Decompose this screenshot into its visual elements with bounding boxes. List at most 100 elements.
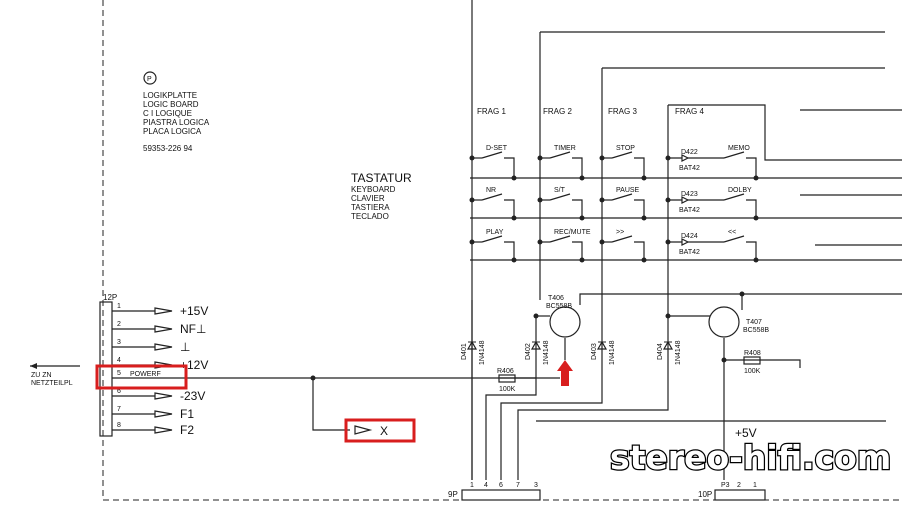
switch-label: DOLBY bbox=[728, 187, 752, 194]
supply-label: +5V bbox=[735, 426, 757, 440]
column-label: FRAG 1 bbox=[477, 107, 506, 116]
board-title: C I LOGIQUE bbox=[143, 109, 192, 118]
junction-dot bbox=[721, 357, 727, 363]
switch-timer bbox=[549, 151, 583, 178]
diode-ref: D422 bbox=[681, 149, 698, 156]
pin-number: 6 bbox=[117, 388, 121, 395]
junction-dot bbox=[310, 375, 316, 381]
output-x-arrow bbox=[354, 425, 373, 435]
junction-dot bbox=[641, 257, 647, 263]
junction-dot bbox=[533, 313, 539, 319]
transistor-t406 bbox=[549, 306, 581, 338]
destination-label: ZU ZN bbox=[31, 372, 52, 379]
switch-memo bbox=[723, 151, 757, 178]
t406-ref: T406 bbox=[548, 295, 564, 302]
board-symbol bbox=[143, 71, 157, 85]
junction-dot bbox=[641, 175, 647, 181]
connector-10p bbox=[714, 489, 766, 501]
switch-pause bbox=[611, 193, 645, 218]
keyboard-subtitle: TASTIERA bbox=[351, 203, 390, 212]
diode-type: 1N4148 bbox=[479, 340, 486, 365]
junction-dot bbox=[511, 175, 517, 181]
connector-9p-label: 9P bbox=[448, 490, 458, 499]
pin-arrow bbox=[154, 410, 173, 418]
column-label: FRAG 4 bbox=[675, 107, 704, 116]
pin-signal: F1 bbox=[180, 407, 194, 421]
keyboard-subtitle: CLAVIER bbox=[351, 194, 385, 203]
pin-number: 2 bbox=[117, 321, 121, 328]
r408-value: 100K bbox=[744, 368, 761, 375]
column-label: FRAG 3 bbox=[608, 107, 637, 116]
connector-12p-label: 12P bbox=[103, 293, 117, 302]
pin-signal: F2 bbox=[180, 423, 194, 437]
lower-circuit-wires bbox=[471, 293, 902, 480]
switch-label: NR bbox=[486, 187, 496, 194]
r406-value: 100K bbox=[499, 386, 516, 393]
diode-symbol bbox=[681, 154, 690, 162]
board-title: PLACA LOGICA bbox=[143, 127, 202, 136]
diode-type: BAT42 bbox=[679, 249, 700, 256]
board-title: LOGIKPLATTE bbox=[143, 91, 197, 100]
pin-number: 4 bbox=[117, 357, 121, 364]
t407-ref: T407 bbox=[746, 319, 762, 326]
pin-signal: NF⊥ bbox=[180, 322, 206, 336]
output-x-label: X bbox=[380, 424, 388, 438]
pin-arrow bbox=[154, 343, 173, 351]
diodes: D401 1N4148 D402 1N4148 D403 1N4148 D404 1N4148 bbox=[461, 340, 682, 365]
arrow-head bbox=[30, 363, 37, 369]
switch-rec-mute bbox=[549, 235, 583, 260]
r408-ref: R408 bbox=[744, 350, 761, 357]
watermark: stereo-hifi.com bbox=[610, 438, 891, 477]
junction-dot bbox=[511, 257, 517, 263]
board-title: PIASTRA LOGICA bbox=[143, 118, 210, 127]
junction-dot bbox=[579, 175, 585, 181]
pin-number: 4 bbox=[484, 482, 488, 489]
pin-number: 6 bbox=[499, 482, 503, 489]
pin-arrow bbox=[154, 325, 173, 333]
diode-type: 1N4148 bbox=[675, 340, 682, 365]
switch-- bbox=[611, 235, 645, 260]
keyboard-title: TASTATUR bbox=[351, 171, 412, 185]
diode-ref: D403 bbox=[591, 343, 598, 360]
switch-label: D-SET bbox=[486, 145, 508, 152]
junction-dot bbox=[665, 313, 671, 319]
pin-number: 3 bbox=[534, 482, 538, 489]
junction-dot bbox=[753, 215, 759, 221]
pin-signal: -23V bbox=[180, 389, 205, 403]
resistor-r408 bbox=[743, 356, 761, 365]
switch-- bbox=[723, 235, 757, 260]
switch-label: MEMO bbox=[728, 145, 750, 152]
diode-type: 1N4148 bbox=[543, 340, 550, 365]
highlight-powerf bbox=[95, 364, 188, 390]
diode-ref: D401 bbox=[461, 343, 468, 360]
transistor-t407 bbox=[708, 306, 740, 338]
switch-stop bbox=[611, 151, 645, 178]
diode-symbol bbox=[681, 196, 690, 204]
switch-label: PLAY bbox=[486, 229, 504, 236]
junction-dot bbox=[511, 215, 517, 221]
diode-type: 1N4148 bbox=[609, 340, 616, 365]
connector-12p bbox=[99, 301, 113, 437]
pin-arrow bbox=[154, 392, 173, 400]
junction-dot bbox=[579, 257, 585, 263]
t406-type: BC558B bbox=[546, 303, 572, 310]
part-number: 59353-226 94 bbox=[143, 144, 193, 153]
keyboard-subtitle: TECLADO bbox=[351, 212, 389, 221]
connector-9p bbox=[461, 489, 541, 501]
diode-ref: D404 bbox=[657, 343, 664, 360]
column-label: FRAG 2 bbox=[543, 107, 572, 116]
switch-s-t bbox=[549, 193, 583, 218]
destination-label: NETZTEILPL bbox=[31, 380, 73, 387]
pin-number: 5 bbox=[117, 370, 121, 377]
switch-nr bbox=[481, 193, 515, 218]
keyboard-subtitle: KEYBOARD bbox=[351, 185, 396, 194]
diode-ref: D402 bbox=[525, 343, 532, 360]
switch-label: S/T bbox=[554, 187, 566, 194]
switch-label: >> bbox=[616, 229, 624, 236]
r406-ref: R406 bbox=[497, 368, 514, 375]
